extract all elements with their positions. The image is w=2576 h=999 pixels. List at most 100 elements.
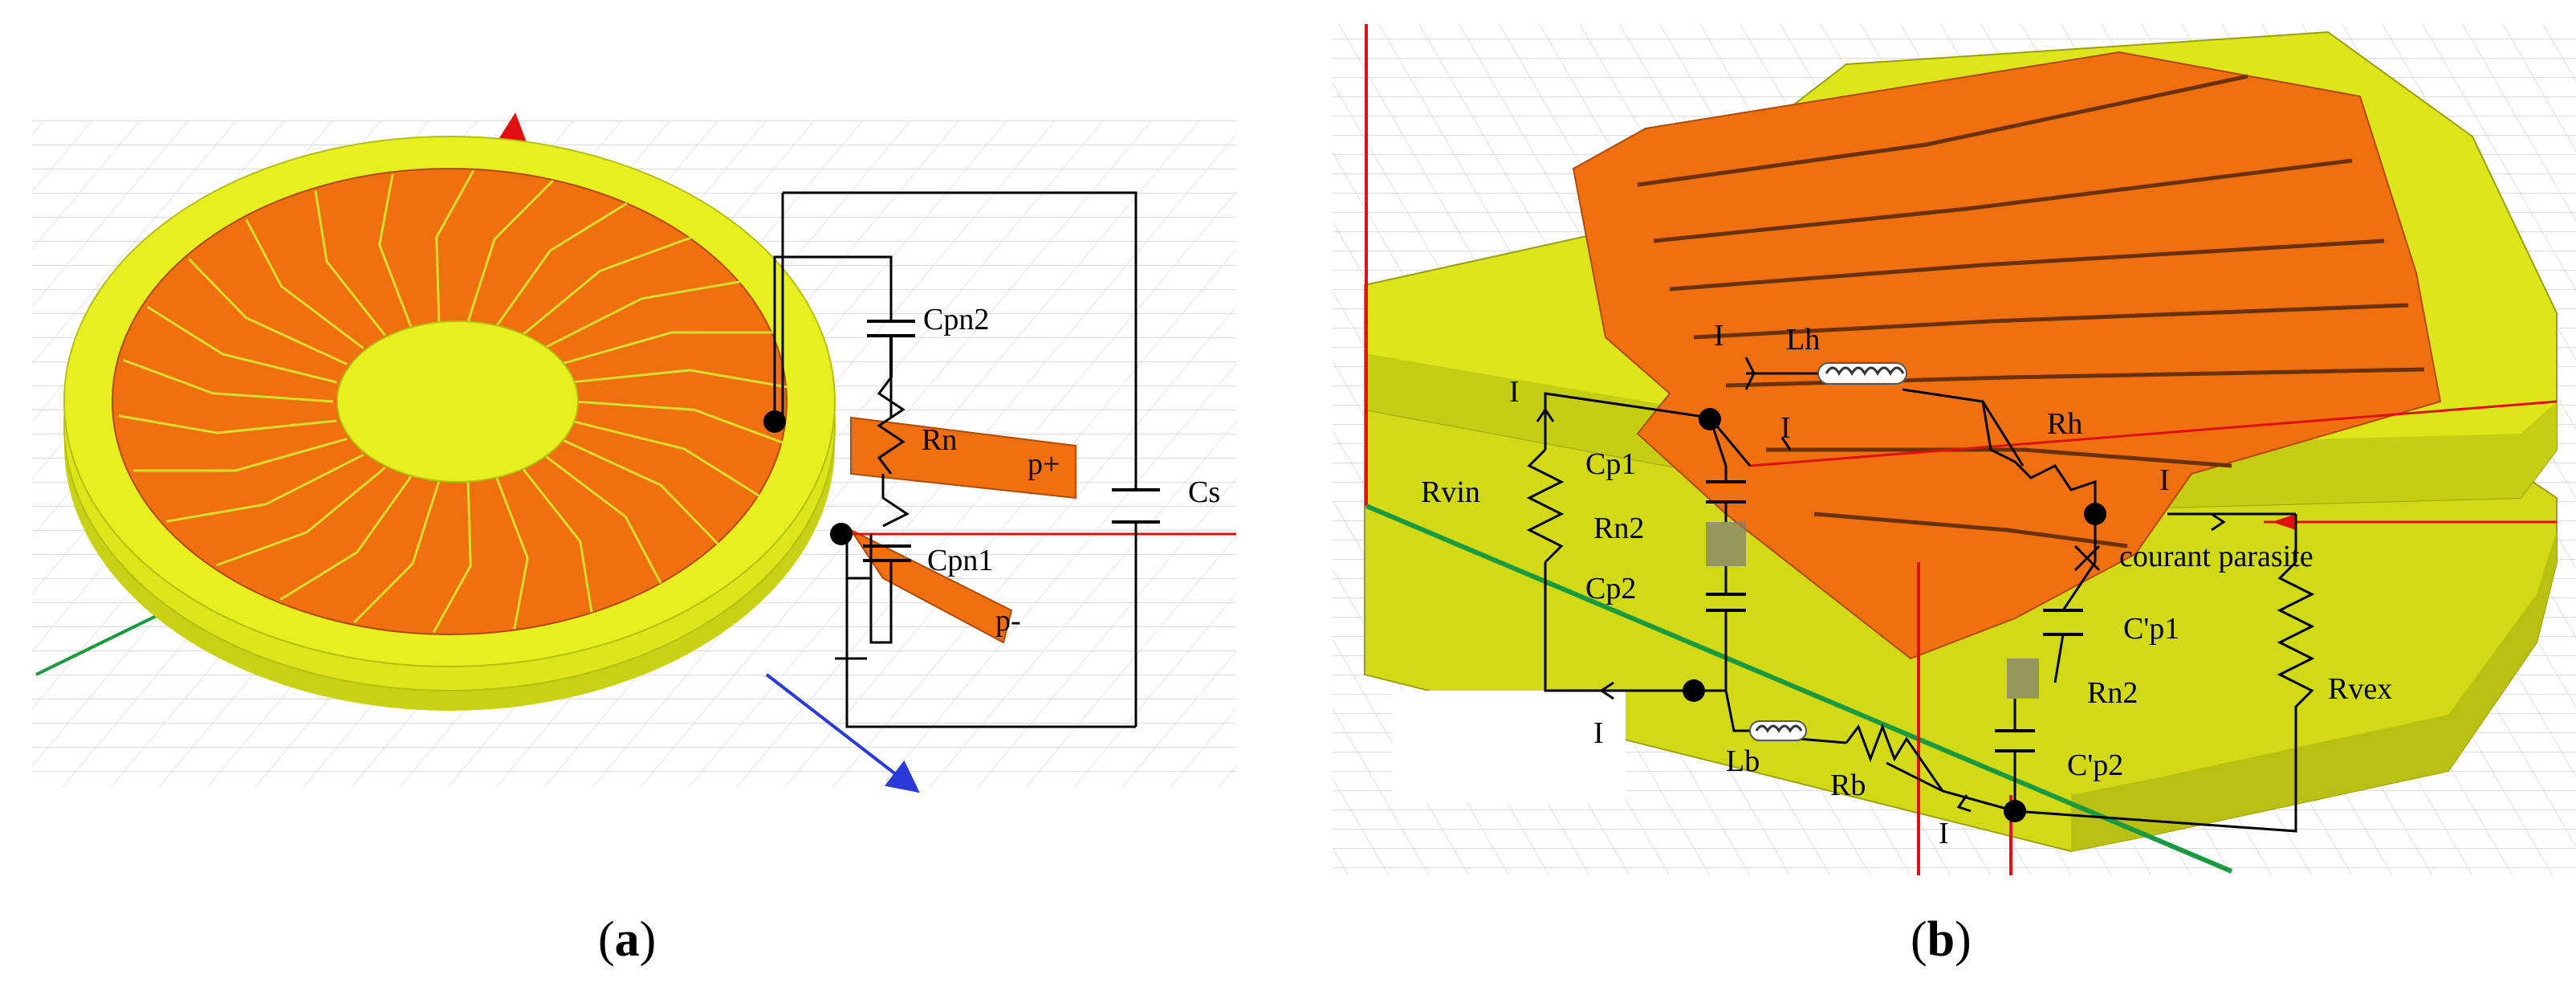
label-i-bottom-left: I bbox=[1593, 716, 1604, 750]
current-arrows bbox=[1536, 357, 2226, 813]
label-i-bottom: I bbox=[1939, 817, 1949, 850]
coil-turn-line bbox=[560, 438, 719, 545]
capacitor-c-p1 bbox=[2043, 609, 2083, 636]
node-b2 bbox=[2084, 503, 2106, 525]
label-lh: Lh bbox=[1786, 323, 1820, 357]
coil-turn-line bbox=[543, 280, 741, 350]
capacitor-cp1 bbox=[1706, 480, 1746, 504]
label-cp2: Cp2 bbox=[1585, 572, 1636, 606]
coil-sector bbox=[1572, 51, 2442, 660]
resistor-rb bbox=[1845, 723, 1944, 792]
node-top bbox=[763, 410, 786, 433]
label-courant-parasite: courant parasite bbox=[2119, 540, 2314, 573]
axis-y bbox=[765, 673, 920, 793]
capacitor-cs bbox=[1112, 488, 1160, 524]
label-p-minus: p- bbox=[995, 604, 1021, 638]
coil-sector-gap bbox=[1725, 367, 2425, 388]
label-i-top: I bbox=[1714, 319, 1724, 353]
node-b1 bbox=[1699, 408, 1721, 430]
coil-turn-line bbox=[216, 467, 386, 567]
resistor-rh bbox=[1981, 401, 2097, 514]
label-i-left: I bbox=[1509, 375, 1520, 409]
coil-sector-gap bbox=[1637, 74, 2248, 187]
label-patch bbox=[1393, 691, 1626, 803]
capacitor-cpn2 bbox=[867, 320, 915, 377]
coil-sector-gaps bbox=[1637, 74, 2425, 548]
node-b4 bbox=[2004, 800, 2026, 822]
slab-lower-edge bbox=[2071, 530, 2557, 851]
label-cpn1: Cpn1 bbox=[927, 544, 993, 577]
resistor-rn bbox=[877, 377, 905, 475]
coil-turn-separators bbox=[118, 169, 789, 634]
capacitor-c-p2 bbox=[1995, 729, 2035, 752]
coil-turn-line bbox=[432, 481, 472, 634]
label-rvex: Rvex bbox=[2328, 672, 2392, 706]
circuit-b-wires bbox=[1544, 372, 2297, 833]
capacitor-cp2 bbox=[1706, 593, 1746, 612]
red-cut-line bbox=[1749, 400, 2558, 467]
coil-turn-line bbox=[118, 414, 337, 434]
caption-a-letter: a bbox=[614, 912, 640, 967]
coil-turn-line bbox=[133, 438, 348, 472]
label-i-right: I bbox=[2159, 463, 2170, 497]
panel-b: I Lh I I Rh Cp1 Rvin I Rn2 courant paras… bbox=[1333, 24, 2576, 875]
node-bottom bbox=[830, 523, 853, 545]
coil-turn-line bbox=[521, 467, 593, 613]
resistor-rn2-left bbox=[1706, 522, 1746, 566]
label-rn2-left: Rn2 bbox=[1593, 512, 1644, 545]
coil-turn-line bbox=[245, 218, 364, 349]
resistor-rvex bbox=[2277, 561, 2315, 731]
parasite-cross bbox=[2073, 544, 2101, 572]
label-rn2-right: Rn2 bbox=[2087, 676, 2138, 710]
coil-turn-line bbox=[570, 419, 761, 498]
coil-turn-line bbox=[435, 169, 475, 322]
label-cpn2: Cpn2 bbox=[923, 303, 989, 336]
coil-turn-line bbox=[494, 202, 628, 328]
circuit-a-wires bbox=[773, 191, 1137, 728]
coil-turn-line bbox=[146, 305, 337, 384]
label-c-p2: C'p2 bbox=[2067, 748, 2123, 782]
resistor-rvin bbox=[1526, 448, 1565, 564]
slab-upper-edge bbox=[1365, 353, 2557, 514]
coil-turn-line bbox=[560, 331, 774, 365]
label-i-mid: I bbox=[1780, 411, 1791, 445]
coil-sector-gap bbox=[1693, 303, 2409, 340]
coil-turn-line bbox=[378, 173, 413, 328]
label-p-plus: p+ bbox=[1028, 447, 1060, 481]
coil-turn-line bbox=[466, 179, 554, 323]
label-c-p1: C'p1 bbox=[2123, 612, 2179, 646]
coil-turn-line bbox=[494, 475, 529, 630]
coil-turn-line bbox=[353, 480, 441, 624]
coil-turn-line bbox=[123, 359, 334, 403]
label-cp1: Cp1 bbox=[1585, 447, 1636, 481]
label-cs: Cs bbox=[1188, 475, 1220, 509]
coil-turn-line bbox=[188, 258, 348, 365]
resistor-rn2-right bbox=[2007, 659, 2039, 699]
panel-a: Cpn2 Rn p+ Cs Cpn1 p- bbox=[32, 112, 1236, 793]
coil-sector-gap bbox=[1669, 239, 2385, 292]
label-rb: Rb bbox=[1830, 769, 1866, 802]
terminal-p-plus bbox=[850, 416, 1076, 500]
coil-turn-line bbox=[279, 475, 413, 601]
coil-turn-line bbox=[573, 400, 784, 444]
inductor-lh bbox=[1817, 362, 1907, 385]
caption-b: (b) bbox=[1911, 912, 1972, 967]
label-rn: Rn bbox=[922, 423, 957, 457]
coil-turn-line bbox=[543, 454, 662, 585]
label-lb: Lb bbox=[1726, 744, 1760, 778]
red-arrow-head bbox=[2272, 514, 2296, 530]
coil-turn-line bbox=[314, 190, 386, 336]
coil-turn-line bbox=[521, 236, 691, 336]
coil-turn-line bbox=[166, 453, 364, 523]
coil-sector-gap bbox=[1653, 158, 2353, 243]
label-rvin: Rvin bbox=[1421, 475, 1480, 509]
capacitor-cpn1 bbox=[863, 544, 911, 562]
coil-turn-line bbox=[570, 369, 789, 389]
coil-sector-gap bbox=[1813, 512, 2128, 548]
node-b3 bbox=[1683, 679, 1705, 702]
coil-sector-gap bbox=[1766, 447, 2232, 468]
caption-b-letter: b bbox=[1927, 912, 1955, 967]
inductor-lb bbox=[1749, 720, 1807, 741]
disk-center-hole bbox=[336, 320, 579, 483]
